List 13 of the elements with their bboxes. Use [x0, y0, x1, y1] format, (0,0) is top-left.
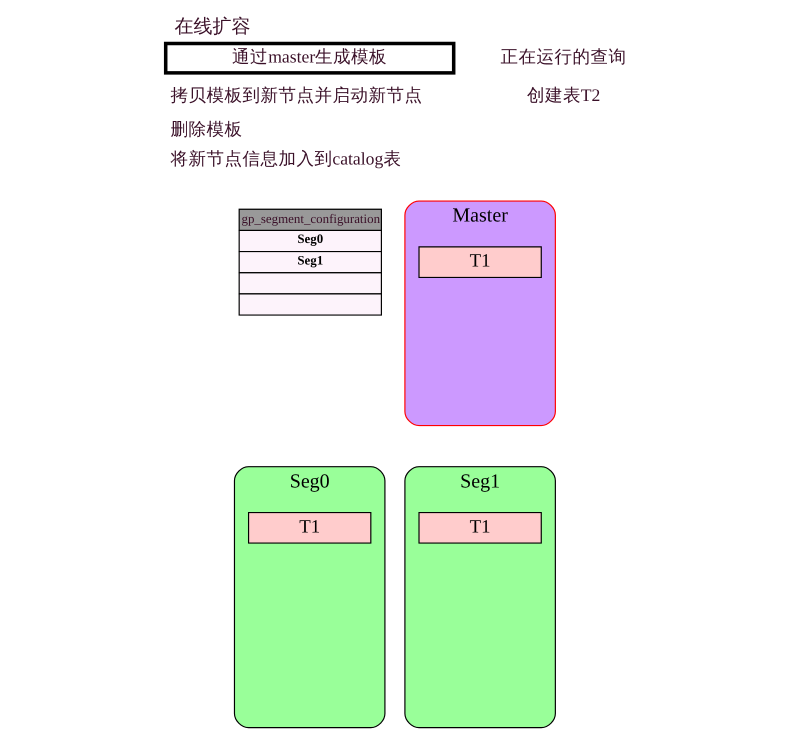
label: 创建表T2: [526, 85, 600, 106]
label: 拷贝模板到新节点并启动新节点: [170, 85, 422, 106]
label: 删除模板: [170, 119, 242, 140]
diagram-title: 在线扩容: [174, 16, 250, 38]
node-box: T1: [418, 246, 542, 278]
node-box: T1: [418, 512, 542, 544]
label: Seg0: [296, 231, 323, 246]
label: 正在运行的查询: [500, 46, 626, 66]
label: Seg1: [296, 252, 323, 268]
label: gp_segment_configuration: [241, 211, 380, 226]
node-box: T1: [247, 512, 371, 544]
node-box: 通过master生成模板: [163, 42, 455, 75]
label: 将新节点信息加入到catalog表: [170, 148, 401, 169]
